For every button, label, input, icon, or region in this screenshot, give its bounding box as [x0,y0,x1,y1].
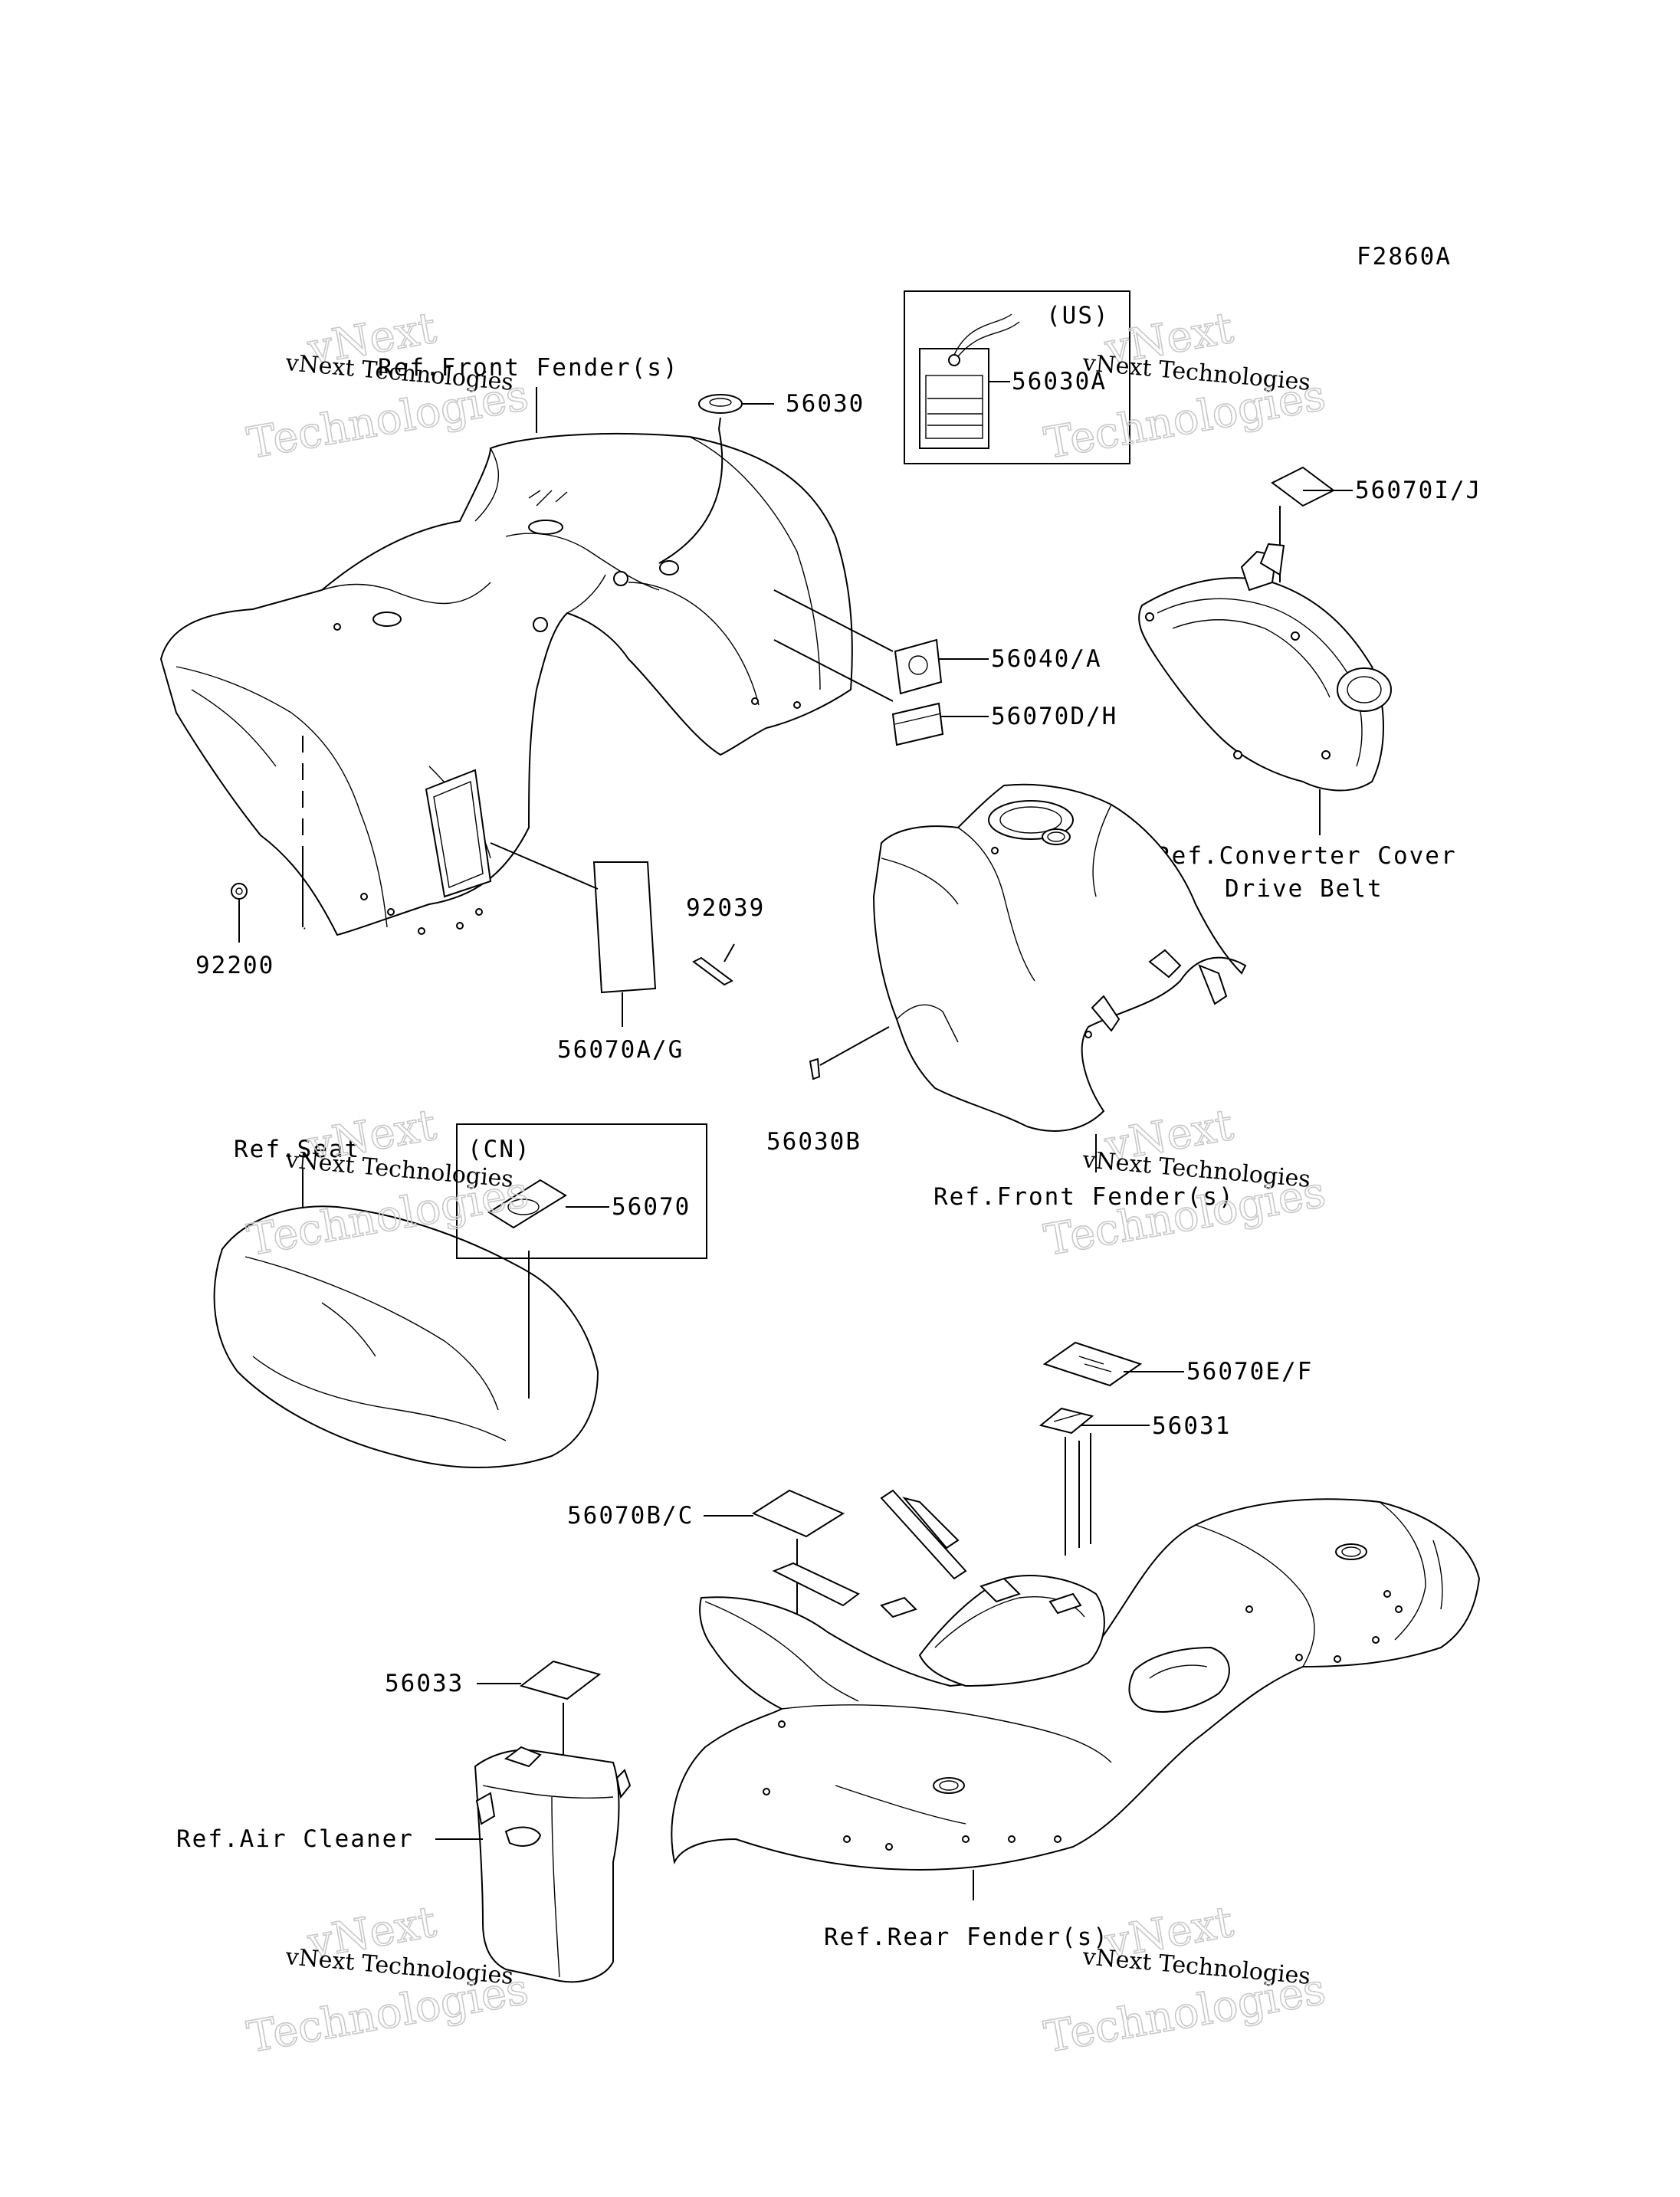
front-fender-lower-drawing: 56030B Ref.Front Fender(s) [766,783,1247,1211]
ref-air-cleaner: Ref.Air Cleaner [176,1825,414,1853]
part-number-56040A: 56040/A [991,645,1102,673]
clip-92200-icon [231,883,248,900]
sticker-56030B-icon [809,1058,821,1080]
part-number-56070AG: 56070A/G [557,1036,684,1064]
part-number-56030B: 56030B [766,1128,861,1156]
sticker-56070-icon [487,1179,567,1229]
dome-sticker-icon [698,394,743,414]
part-number-56070DH: 56070D/H [991,703,1117,730]
sticker-56070D-icon [891,702,944,746]
ref-front-fender-top: Ref.Front Fender(s) [378,354,679,382]
part-number-56070BC: 56070B/C [567,1502,694,1530]
ref-drive-belt: Drive Belt [1225,875,1383,903]
rear-fender-stickers: 56070E/F 56031 56070B/C [567,1341,1313,1736]
sticker-56031-icon [1039,1407,1094,1435]
ref-front-fender-bottom: Ref.Front Fender(s) [934,1183,1235,1211]
part-number-92200: 92200 [195,952,274,979]
ref-rear-fender: Ref.Rear Fender(s) [824,1923,1109,1951]
front-fender-drawing [159,432,853,936]
part-number-56070EF: 56070E/F [1186,1358,1313,1385]
sticker-56040-icon [894,638,943,695]
cn-tag-box [456,1123,707,1259]
part-number-56070IJ: 56070I/J [1355,477,1481,504]
seat-drawing: Ref.Seat (CN) 56070 [213,1123,707,1468]
air-cleaner-drawing: 56033 Ref.Air Cleaner [176,1660,632,1983]
watermark-top-left: vNext vNext Technologies Technologies [243,303,533,470]
fender-stickers-group: 56040/A 56070D/H [773,589,1117,746]
us-tag-box: (US) 56030A [904,290,1130,464]
sticker-56070I-icon [1271,466,1335,507]
part-number-56030: 56030 [786,390,865,418]
sticker-56033-icon [519,1660,602,1700]
rear-fender-drawing: Ref.Rear Fender(s) [671,1489,1481,1951]
ref-converter-cover: Ref.Converter Cover [1156,842,1457,870]
watermark-bottom-right: vNext vNext Technologies Technologies [1040,1897,1330,2064]
sticker-56070E-icon [1042,1341,1143,1387]
region-tag-cn: (CN) [468,1136,531,1163]
sticker-56070B-icon [751,1489,845,1538]
part-number-56031: 56031 [1152,1412,1231,1440]
converter-cover-drawing: 56070I/J Ref.Converter Cover Drive Belt [1138,466,1481,903]
part-number-92039: 92039 [686,894,765,922]
ref-seat: Ref.Seat [234,1136,360,1163]
sticker-56070A-icon [592,861,657,994]
part-56030-group: 56030 [658,390,865,564]
clip-92039-icon [692,956,733,986]
part-number-56070: 56070 [612,1193,691,1221]
part-number-56033: 56033 [385,1670,464,1697]
part-number-56030A: 56030A [1012,368,1107,395]
region-tag-us: (US) [1046,302,1110,330]
lower-left-fender-parts: 92200 56070A/G 92039 [195,736,765,1064]
figure-code: F2860A [1357,243,1452,271]
